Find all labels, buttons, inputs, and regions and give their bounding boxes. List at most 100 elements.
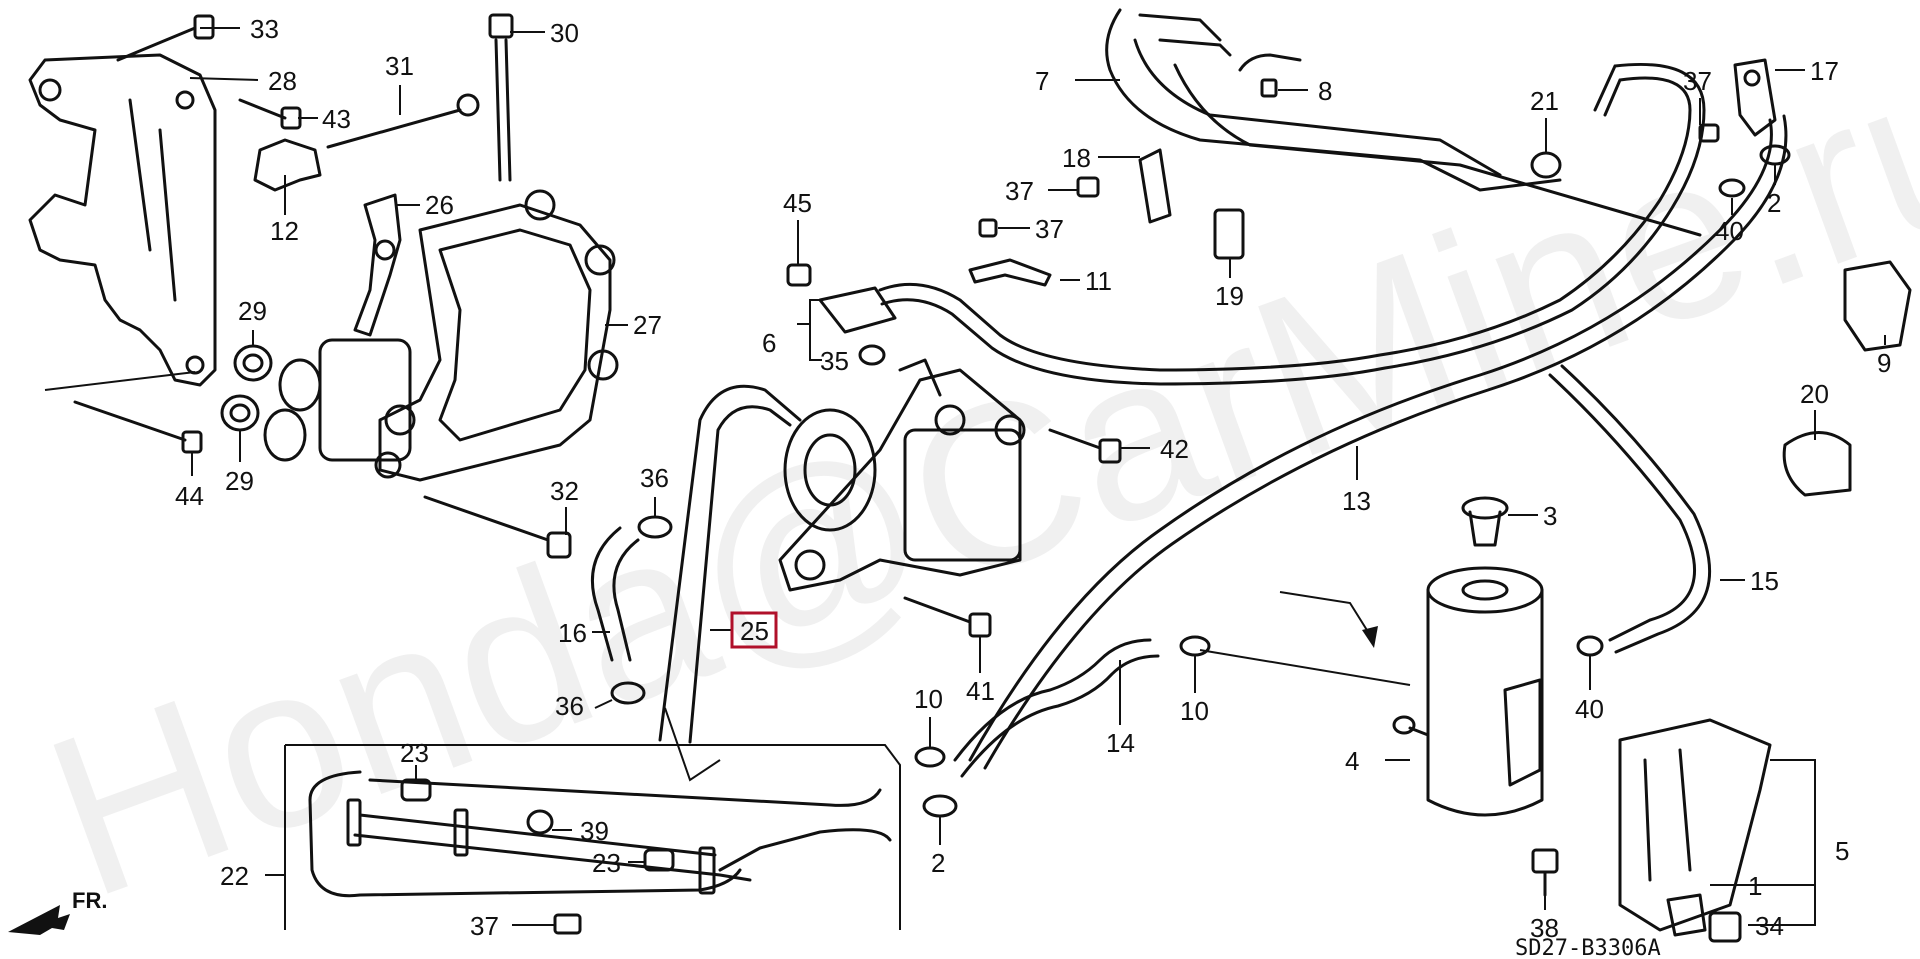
joint-21 bbox=[1530, 151, 1562, 179]
callout-31[interactable]: 31 bbox=[385, 51, 414, 81]
callout-22[interactable]: 22 bbox=[220, 861, 249, 891]
callout-2-lower[interactable]: 2 bbox=[931, 848, 945, 878]
callout-40-lower[interactable]: 40 bbox=[1575, 694, 1604, 724]
callout-21[interactable]: 21 bbox=[1530, 86, 1559, 116]
power-steering-pump bbox=[778, 358, 1026, 592]
clamp-2-lower bbox=[922, 794, 958, 818]
callout-43[interactable]: 43 bbox=[322, 104, 351, 134]
callout-37-a[interactable]: 37 bbox=[1005, 176, 1034, 206]
bolt-43 bbox=[238, 98, 302, 130]
callout-7[interactable]: 7 bbox=[1035, 66, 1049, 96]
callout-5[interactable]: 5 bbox=[1835, 836, 1849, 866]
callout-28[interactable]: 28 bbox=[268, 66, 297, 96]
bolt-44 bbox=[44, 371, 203, 454]
flange-6 bbox=[818, 286, 897, 366]
callout-32[interactable]: 32 bbox=[550, 476, 579, 506]
diagram-code: SD27-B3306A bbox=[1515, 936, 1661, 959]
bracket-5 bbox=[1618, 718, 1772, 932]
highlight-box-25 bbox=[730, 611, 778, 649]
leader-lines bbox=[189, 27, 1886, 926]
bushing-29-upper bbox=[233, 344, 273, 382]
callout-27[interactable]: 27 bbox=[633, 310, 662, 340]
bolt-8 bbox=[1260, 78, 1278, 98]
callout-40-upper[interactable]: 40 bbox=[1715, 216, 1744, 246]
bushing-29-lower bbox=[220, 394, 260, 432]
callout-16[interactable]: 16 bbox=[558, 618, 587, 648]
callout-9[interactable]: 9 bbox=[1877, 348, 1891, 378]
callout-13[interactable]: 13 bbox=[1342, 486, 1371, 516]
callout-4[interactable]: 4 bbox=[1345, 746, 1359, 776]
callout-29-lower[interactable]: 29 bbox=[225, 466, 254, 496]
callout-33[interactable]: 33 bbox=[250, 14, 279, 44]
fr-direction-label: FR. bbox=[72, 888, 107, 913]
clamp-18 bbox=[1138, 148, 1172, 224]
callout-39[interactable]: 39 bbox=[580, 816, 609, 846]
bolt-45 bbox=[786, 263, 812, 287]
clamp-36-lower bbox=[610, 681, 646, 705]
return-lines-7 bbox=[1105, 8, 1702, 237]
cooler-assembly-22 bbox=[284, 744, 901, 930]
bolt-33 bbox=[116, 14, 215, 62]
callout-41[interactable]: 41 bbox=[966, 676, 995, 706]
callout-23-lower[interactable]: 23 bbox=[592, 848, 621, 878]
callout-38[interactable]: 38 bbox=[1530, 913, 1559, 943]
callout-10-left[interactable]: 10 bbox=[914, 684, 943, 714]
callout-23-upper[interactable]: 23 bbox=[400, 738, 429, 768]
hose-13 bbox=[968, 114, 1788, 770]
callout-45[interactable]: 45 bbox=[783, 188, 812, 218]
hose-23-lower bbox=[643, 848, 675, 872]
callout-29-upper[interactable]: 29 bbox=[238, 296, 267, 326]
bracket-26 bbox=[353, 193, 402, 337]
direction-arrow-icon bbox=[1279, 591, 1378, 648]
bolt-37-d bbox=[553, 913, 582, 935]
callout-20[interactable]: 20 bbox=[1800, 379, 1829, 409]
callout-6[interactable]: 6 bbox=[762, 328, 776, 358]
fr-arrow-icon bbox=[8, 905, 70, 935]
clamp-10-left bbox=[914, 746, 946, 768]
clamp-11 bbox=[968, 258, 1052, 287]
clip-9 bbox=[1843, 260, 1912, 352]
callout-17[interactable]: 17 bbox=[1810, 56, 1839, 86]
callout-30[interactable]: 30 bbox=[550, 18, 579, 48]
callout-15[interactable]: 15 bbox=[1750, 566, 1779, 596]
bolt-42 bbox=[1048, 428, 1122, 464]
pump-valve-body bbox=[263, 338, 416, 462]
callout-42[interactable]: 42 bbox=[1160, 434, 1189, 464]
callout-37-c[interactable]: 37 bbox=[1683, 66, 1712, 96]
reservoir-4 bbox=[1199, 566, 1544, 817]
callout-37-b[interactable]: 37 bbox=[1035, 214, 1064, 244]
callout-14[interactable]: 14 bbox=[1106, 728, 1135, 758]
callout-10-right[interactable]: 10 bbox=[1180, 696, 1209, 726]
callout-1[interactable]: 1 bbox=[1748, 871, 1762, 901]
callout-36-upper[interactable]: 36 bbox=[640, 463, 669, 493]
callout-36-lower[interactable]: 36 bbox=[555, 691, 584, 721]
grommet-39 bbox=[526, 809, 554, 835]
clamp-2-upper bbox=[1759, 144, 1791, 166]
clip-20 bbox=[1782, 431, 1852, 497]
bolt-37-b bbox=[978, 218, 998, 238]
callout-37-d[interactable]: 37 bbox=[470, 911, 499, 941]
clip-12 bbox=[253, 138, 322, 192]
callout-8[interactable]: 8 bbox=[1318, 76, 1332, 106]
drive-belt-25 bbox=[658, 384, 802, 744]
callout-44[interactable]: 44 bbox=[175, 481, 204, 511]
cap-3 bbox=[1461, 496, 1509, 547]
callout-18[interactable]: 18 bbox=[1062, 143, 1091, 173]
callout-labels: 33 28 31 30 43 12 26 27 29 29 44 32 36 1… bbox=[175, 14, 1891, 943]
callout-11[interactable]: 11 bbox=[1085, 266, 1112, 296]
clamp-40-lower bbox=[1576, 635, 1604, 657]
clamp-10-right bbox=[1179, 635, 1211, 657]
callout-34[interactable]: 34 bbox=[1755, 911, 1784, 941]
callout-26[interactable]: 26 bbox=[425, 190, 454, 220]
clamp-40-upper bbox=[1718, 178, 1746, 198]
callout-2-upper[interactable]: 2 bbox=[1767, 188, 1781, 218]
callout-3[interactable]: 3 bbox=[1543, 501, 1557, 531]
callout-25[interactable]: 25 bbox=[740, 616, 769, 646]
callout-35[interactable]: 35 bbox=[820, 346, 849, 376]
callout-19[interactable]: 19 bbox=[1215, 281, 1244, 311]
hose-16 bbox=[590, 526, 640, 662]
bolt-38 bbox=[1531, 848, 1559, 897]
callout-12[interactable]: 12 bbox=[270, 216, 299, 246]
